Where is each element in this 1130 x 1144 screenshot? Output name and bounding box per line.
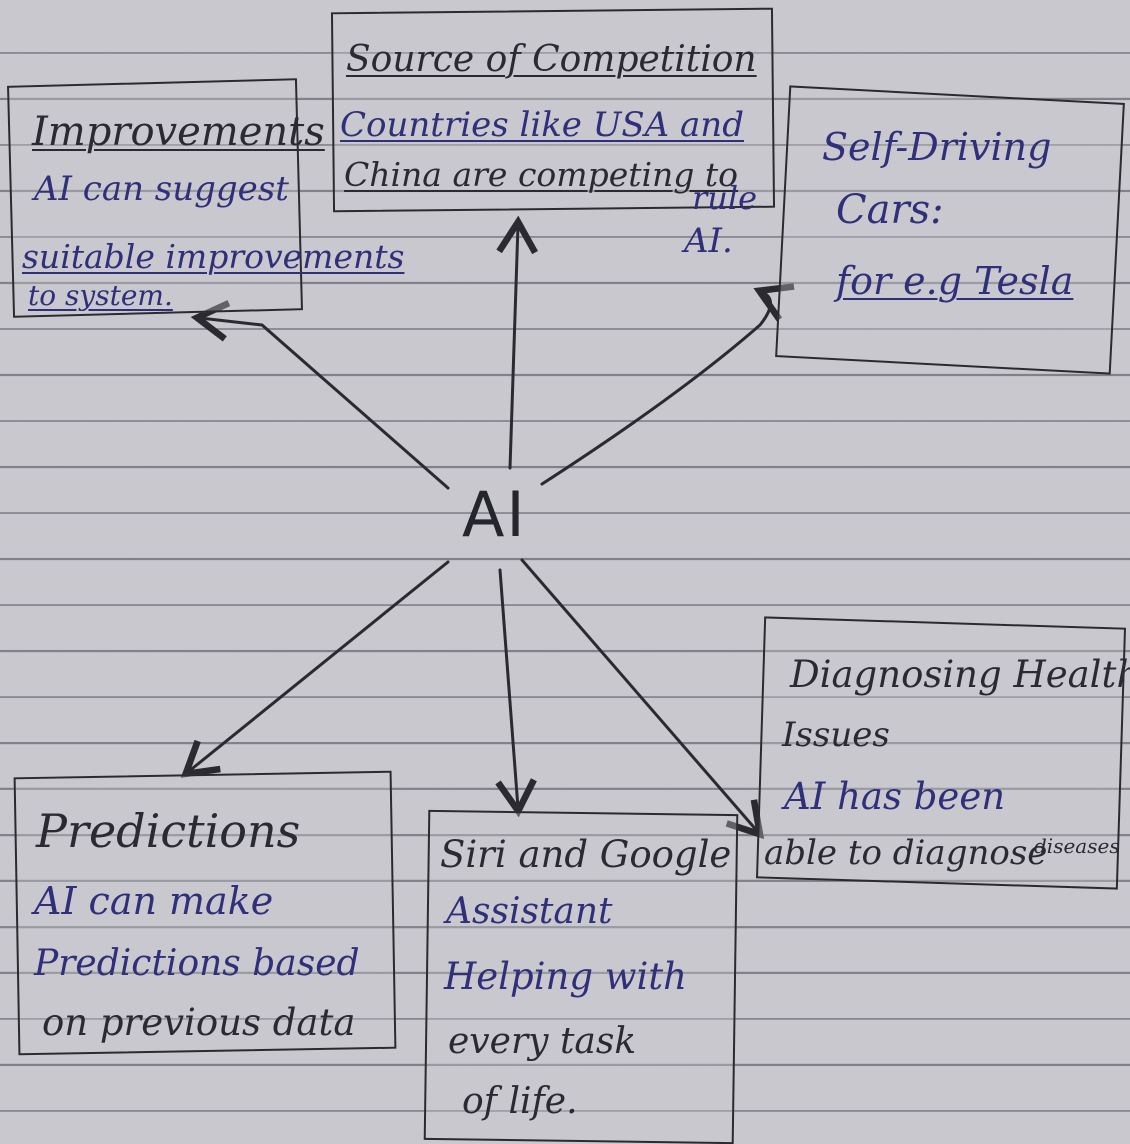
self-driving-line-2: for e.g Tesla <box>836 259 1074 303</box>
arrow-to-predictions <box>180 560 450 778</box>
arrow-to-competition <box>496 215 538 470</box>
arrow-to-diagnosing <box>520 558 765 840</box>
improvements-title: Improvements <box>32 109 325 155</box>
diagnosing-line-2: AI has been <box>784 775 1006 818</box>
competition-line-4: AI. <box>684 221 733 261</box>
arrow-to-siri <box>495 568 537 818</box>
predictions-line-3: on previous data <box>42 1001 356 1044</box>
competition-line-1: Countries like USA and <box>340 105 744 145</box>
predictions-line-2: Predictions based <box>34 943 360 984</box>
self-driving-title: Self-Driving <box>822 125 1052 169</box>
improvements-line-3: to system. <box>28 279 173 312</box>
diagnosing-line-1: Issues <box>782 715 890 755</box>
siri-line-3: every task <box>448 1021 637 1062</box>
predictions-title: Predictions <box>36 804 301 858</box>
competition-title: Source of Competition <box>346 39 757 80</box>
improvements-line-1: AI can suggest <box>34 169 289 209</box>
diagnosing-line-3: able to diagnose <box>764 833 1048 873</box>
diagnosing-title: Diagnosing Health <box>790 653 1130 696</box>
predictions-line-1: AI can make <box>34 879 274 923</box>
siri-title: Siri and Google <box>440 833 732 876</box>
arrow-to-improvements <box>190 300 450 490</box>
self-driving-line-1: Cars: <box>836 187 944 233</box>
siri-line-2: Helping with <box>444 955 687 998</box>
diagnosing-line-4: diseases <box>1034 834 1120 858</box>
siri-line-1: Assistant <box>446 891 613 932</box>
competition-line-3: rule <box>692 179 758 217</box>
center-node-ai: AI <box>462 478 527 551</box>
competition-line-2: China are competing to <box>344 155 739 194</box>
improvements-line-2: suitable improvements <box>22 237 405 276</box>
arrow-to-self-driving <box>540 283 795 486</box>
siri-line-4: of life. <box>462 1081 578 1122</box>
